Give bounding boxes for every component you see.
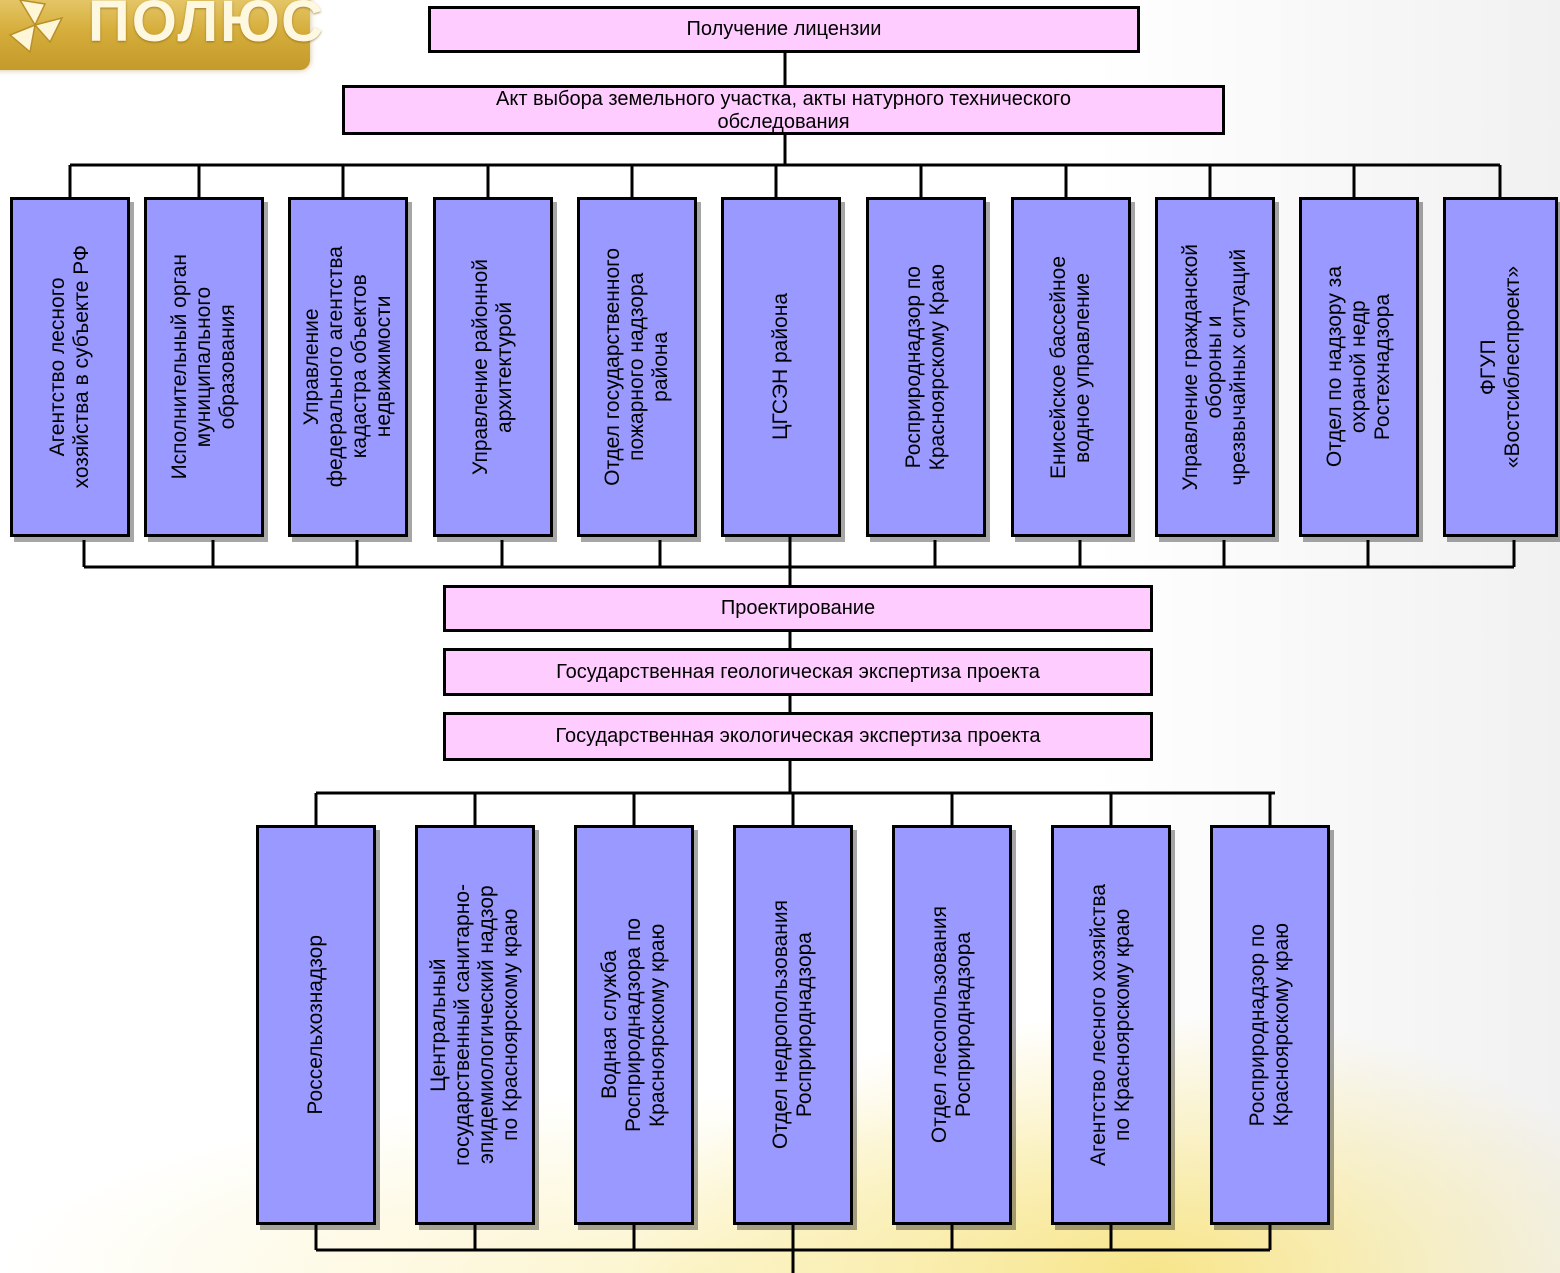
license-box: Получение лицензии xyxy=(428,6,1140,53)
row2-box-2: Центральный государственный санитарно- э… xyxy=(415,825,535,1225)
act-text: Акт выбора земельного участка, акты нату… xyxy=(496,88,1071,133)
row1-text-7: Росприроднадзор по Красноярскому Краю xyxy=(902,263,949,471)
design-box: Проектирование xyxy=(443,585,1153,632)
row1-box-6: ЦГСЭН района xyxy=(721,197,841,537)
row1-text-1: Агентство лесного хозяйства в субъекте Р… xyxy=(46,245,93,489)
eco-expertise-box: Государственная экологическая экспертиза… xyxy=(443,712,1153,761)
logo-text: ПОЛЮС xyxy=(88,0,325,54)
row1-text-10: Отдел по надзору за охраной недр Ростехн… xyxy=(1323,266,1394,468)
geo-expertise-text: Государственная геологическая экспертиза… xyxy=(556,660,1040,683)
row2-box-7: Росприроднадзор по Красноярскому краю xyxy=(1210,825,1330,1225)
row2-text-2: Центральный государственный санитарно- э… xyxy=(427,884,522,1166)
row2-box-6: Агентство лесного хозяйства по Красноярс… xyxy=(1051,825,1171,1225)
row2-text-4: Отдел недропользования Росприроднадзора xyxy=(769,900,816,1150)
row1-text-11: ФГУП «Востсиблеспроект» xyxy=(1476,265,1524,469)
row1-text-3: Управление федерального агентства кадаст… xyxy=(300,246,395,488)
row2-text-3: Водная служба Росприроднадзора по Красно… xyxy=(598,917,669,1133)
row1-text-4: Управление районной архитектурой xyxy=(469,259,516,475)
row2-box-5: Отдел лесопользования Росприроднадзора xyxy=(892,825,1012,1225)
company-logo: ПОЛЮС xyxy=(0,0,323,70)
geo-expertise-box: Государственная геологическая экспертиза… xyxy=(443,648,1153,696)
row2-text-7: Росприроднадзор по Красноярскому краю xyxy=(1246,923,1293,1127)
design-text: Проектирование xyxy=(720,597,876,619)
act-box: Акт выбора земельного участка, акты нату… xyxy=(342,85,1225,135)
row1-box-2: Исполнительный орган муниципального обра… xyxy=(144,197,264,537)
row1-box-11: ФГУП «Востсиблеспроект» xyxy=(1443,197,1558,537)
row1-text-2: Исполнительный орган муниципального обра… xyxy=(168,254,239,480)
row1-box-10: Отдел по надзору за охраной недр Ростехн… xyxy=(1299,197,1419,537)
eco-expertise-text: Государственная экологическая экспертиза… xyxy=(555,725,1041,747)
row1-box-7: Росприроднадзор по Красноярскому Краю xyxy=(866,197,986,537)
row1-text-9: Управление гражданской обороны и чрезвыч… xyxy=(1179,243,1250,491)
row1-box-5: Отдел государственного пожарного надзора… xyxy=(577,197,697,537)
row1-text-5: Отдел государственного пожарного надзора… xyxy=(601,248,672,486)
row2-text-5: Отдел лесопользования Росприроднадзора xyxy=(928,906,975,1144)
row2-text-1: Россельхознадзор xyxy=(304,935,327,1115)
row1-text-8: Енисейское бассейное водное управление xyxy=(1047,255,1094,479)
row2-text-6: Агентство лесного хозяйства по Красноярс… xyxy=(1087,884,1134,1166)
row2-box-4: Отдел недропользования Росприроднадзора xyxy=(733,825,853,1225)
row1-box-4: Управление районной архитектурой xyxy=(433,197,553,537)
row1-text-6: ЦГСЭН района xyxy=(769,293,792,441)
license-text: Получение лицензии xyxy=(686,18,882,40)
row1-box-9: Управление гражданской обороны и чрезвыч… xyxy=(1155,197,1275,537)
row1-box-8: Енисейское бассейное водное управление xyxy=(1011,197,1131,537)
row1-box-1: Агентство лесного хозяйства в субъекте Р… xyxy=(10,197,130,537)
row1-box-3: Управление федерального агентства кадаст… xyxy=(288,197,408,537)
logo-mark-icon xyxy=(8,0,64,54)
row2-box-1: Россельхознадзор xyxy=(256,825,376,1225)
row2-box-3: Водная служба Росприроднадзора по Красно… xyxy=(574,825,694,1225)
